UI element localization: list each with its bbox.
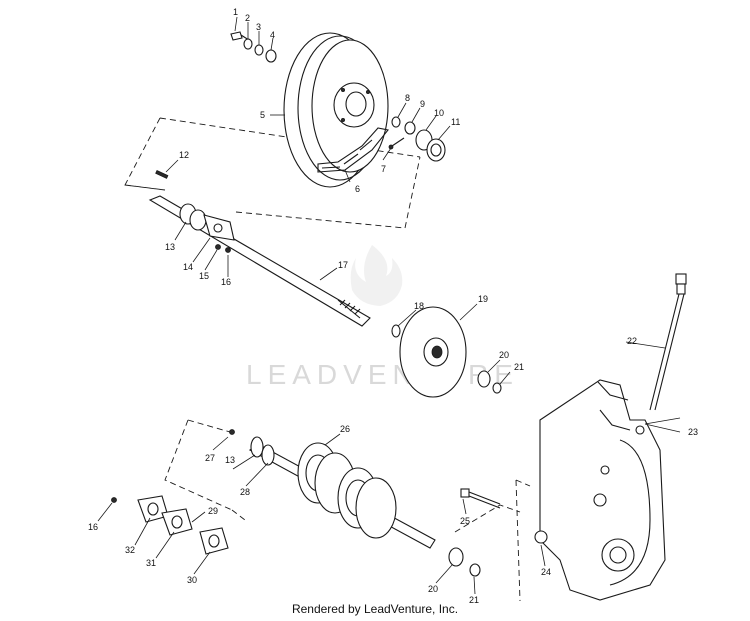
callout-28: 28 bbox=[240, 487, 250, 497]
callout-16: 16 bbox=[221, 277, 231, 287]
leader-lines bbox=[97, 16, 681, 595]
washer-2 bbox=[243, 38, 253, 50]
bolt-7 bbox=[388, 137, 405, 150]
callout-25: 25 bbox=[460, 516, 470, 526]
brake-disc-19 bbox=[399, 306, 467, 398]
callout-1: 1 bbox=[233, 7, 238, 17]
flange-30 bbox=[199, 527, 229, 555]
bearing-13 bbox=[179, 203, 207, 231]
bearing-13-lower bbox=[250, 436, 275, 466]
washer-9 bbox=[404, 121, 416, 135]
callout-26: 26 bbox=[340, 424, 350, 434]
callout-27: 27 bbox=[205, 453, 215, 463]
o-ring-21-lower bbox=[469, 563, 481, 577]
callout-9: 9 bbox=[420, 99, 425, 109]
o-ring-18 bbox=[391, 324, 401, 338]
callout-2: 2 bbox=[245, 13, 250, 23]
callout-21: 21 bbox=[514, 362, 524, 372]
callout-20-lower: 20 bbox=[428, 584, 438, 594]
callout-12: 12 bbox=[179, 150, 189, 160]
watermark-logo bbox=[350, 245, 403, 306]
callout-7: 7 bbox=[381, 164, 386, 174]
callout-17: 17 bbox=[338, 260, 348, 270]
callout-19: 19 bbox=[478, 294, 488, 304]
callout-30: 30 bbox=[187, 575, 197, 585]
bearing-20-lower bbox=[448, 547, 464, 567]
callout-10: 10 bbox=[434, 108, 444, 118]
retainer-11 bbox=[426, 138, 446, 162]
reference-line-lower bbox=[164, 419, 233, 511]
nut-16 bbox=[225, 247, 231, 253]
bolt-1 bbox=[230, 31, 253, 43]
callout-6: 6 bbox=[355, 184, 360, 194]
bearing-flange-14 bbox=[203, 214, 235, 241]
washer-8 bbox=[391, 116, 401, 128]
callout-13: 13 bbox=[165, 242, 175, 252]
dipstick-22 bbox=[649, 273, 687, 411]
callout-23: 23 bbox=[688, 427, 698, 437]
callout-11: 11 bbox=[451, 117, 460, 127]
callout-labels: 1 2 3 4 5 6 7 8 9 10 11 12 13 14 15 16 1… bbox=[88, 7, 698, 605]
chain-6 bbox=[317, 127, 389, 173]
washer-3 bbox=[254, 44, 264, 56]
footer-credit: Rendered by LeadVenture, Inc. bbox=[291, 602, 459, 616]
washer-15 bbox=[215, 244, 221, 250]
nut-16-lower bbox=[111, 497, 117, 503]
bolt-27 bbox=[229, 429, 235, 435]
callout-22: 22 bbox=[627, 336, 637, 346]
callout-14: 14 bbox=[183, 262, 193, 272]
driven-sheave-5 bbox=[283, 32, 389, 188]
callout-21-lower: 21 bbox=[469, 595, 479, 605]
callout-24: 24 bbox=[541, 567, 551, 577]
callout-4: 4 bbox=[270, 30, 275, 40]
callout-20: 20 bbox=[499, 350, 509, 360]
callout-32: 32 bbox=[125, 545, 135, 555]
reference-line-right bbox=[515, 479, 531, 602]
flange-31 bbox=[161, 508, 193, 536]
spacer-4 bbox=[265, 49, 277, 63]
chaincase-housing bbox=[539, 379, 666, 601]
callout-29: 29 bbox=[208, 506, 218, 516]
callout-13-lower: 13 bbox=[225, 455, 235, 465]
callout-3: 3 bbox=[256, 22, 261, 32]
watermark-text: LEADVENTURE bbox=[246, 359, 519, 390]
driveshaft-26 bbox=[248, 442, 436, 549]
bearing-20 bbox=[477, 370, 491, 388]
callout-15: 15 bbox=[199, 271, 209, 281]
nut-24 bbox=[534, 530, 548, 544]
callout-18: 18 bbox=[414, 301, 424, 311]
callout-5: 5 bbox=[260, 110, 265, 120]
key-12 bbox=[155, 170, 169, 179]
callout-8: 8 bbox=[405, 93, 410, 103]
jackshaft-17 bbox=[148, 195, 371, 327]
bolt-25 bbox=[460, 488, 501, 509]
sprocket-right bbox=[337, 467, 397, 539]
o-ring-21 bbox=[492, 382, 502, 394]
callout-16-lower: 16 bbox=[88, 522, 98, 532]
callout-31: 31 bbox=[146, 558, 156, 568]
